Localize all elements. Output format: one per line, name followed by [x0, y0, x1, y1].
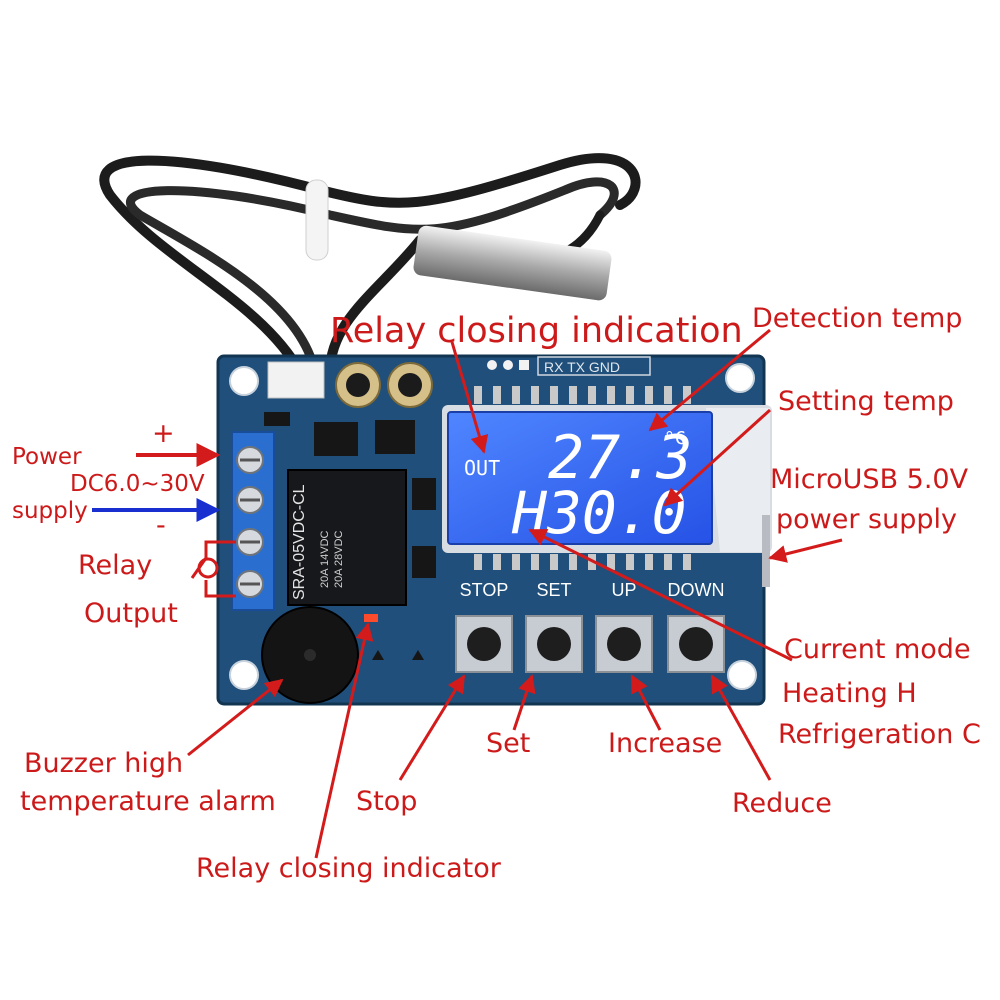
arrow-relay-indication	[450, 341, 489, 454]
button-up[interactable]: UP	[595, 580, 653, 673]
arrow-setting-temp	[663, 408, 772, 507]
annotation-arrows	[187, 328, 843, 859]
arrow-set	[512, 674, 536, 731]
relay-part-number: SRA-05VDC-CL	[291, 484, 308, 600]
label-set: Set	[486, 728, 531, 759]
diode	[412, 546, 436, 578]
arrow-stop	[398, 674, 466, 781]
cable-tie	[305, 179, 329, 261]
button-down[interactable]: DOWN	[667, 580, 725, 673]
label-refrigeration: Refrigeration C	[778, 719, 981, 750]
button-set[interactable]: SET	[525, 580, 583, 673]
button-up-label: UP	[611, 580, 636, 600]
arrow-reduce	[710, 674, 772, 781]
mount-hole	[229, 366, 259, 396]
label-relay-closing-indication: Relay closing indication	[330, 311, 743, 351]
lcd-setting-temp: H30.0	[511, 479, 687, 547]
arrow-current-mode	[528, 528, 793, 662]
lcd-detected-temp: 27.3	[548, 423, 693, 493]
relay: SRA-05VDC-CL 20A 14VDC 20A 28VDC	[287, 469, 407, 606]
fuse	[264, 412, 290, 426]
label-relay-closing-indicator: Relay closing indicator	[196, 853, 501, 884]
lcd-pin-row-top	[474, 386, 691, 404]
relay-output-switch	[190, 540, 236, 598]
arrow-detection-temp	[648, 328, 771, 432]
label-heating: Heating H	[782, 678, 917, 709]
label-power: Power	[12, 444, 82, 470]
arrow-microusb	[768, 538, 843, 563]
button-set-label: SET	[536, 580, 571, 600]
inductor	[314, 422, 358, 456]
arrow-relay-indicator	[314, 622, 374, 859]
button-down-label: DOWN	[668, 580, 725, 600]
terminal-block	[231, 431, 275, 611]
capacitor	[335, 362, 381, 408]
relay-rating-2: 20A 28VDC	[333, 530, 345, 588]
relay-rating-1: 20A 14VDC	[319, 530, 331, 588]
microusb-port	[762, 515, 770, 587]
label-output: Output	[84, 598, 178, 629]
label-buzzer-line2: temperature alarm	[20, 786, 276, 817]
label-reduce: Reduce	[732, 788, 832, 819]
arrow-increase	[630, 674, 662, 731]
label-minus: -	[156, 510, 166, 541]
label-plus: +	[152, 418, 175, 449]
arrow-buzzer	[187, 678, 284, 757]
button-stop-label: STOP	[460, 580, 509, 600]
relay-led	[364, 614, 378, 622]
lcd-out-indicator: OUT	[464, 456, 500, 480]
mount-hole	[725, 363, 755, 393]
label-increase: Increase	[608, 728, 723, 759]
label-supply: supply	[12, 498, 88, 524]
transistor-q2	[412, 650, 424, 660]
label-current-mode: Current mode	[784, 634, 971, 665]
sensor-cable	[99, 153, 641, 377]
label-voltage: DC6.0~30V	[70, 471, 205, 497]
diode	[412, 478, 436, 510]
capacitor	[387, 362, 433, 408]
label-relay: Relay	[78, 550, 153, 581]
serial-header: RX TX GND	[487, 356, 651, 376]
label-setting-temp: Setting temp	[778, 386, 954, 417]
label-stop: Stop	[356, 786, 418, 817]
button-stop[interactable]: STOP	[455, 580, 513, 673]
mount-hole	[727, 660, 757, 690]
label-microusb-line2: power supply	[776, 504, 957, 535]
lcd-unit: °C	[664, 428, 686, 449]
buzzer	[261, 606, 359, 704]
temperature-probe	[413, 225, 612, 301]
mount-hole	[229, 660, 259, 690]
lcd-display: OUT 27.3 °C H30.0	[442, 405, 772, 553]
label-detection-temp: Detection temp	[752, 303, 963, 334]
sensor-connector	[267, 361, 325, 399]
ic-chip	[375, 420, 415, 454]
label-microusb-line1: MicroUSB 5.0V	[770, 464, 969, 495]
label-buzzer-line1: Buzzer high	[24, 748, 184, 779]
header-pin-labels: RX TX GND	[544, 359, 620, 375]
transistor-q1	[372, 650, 384, 660]
